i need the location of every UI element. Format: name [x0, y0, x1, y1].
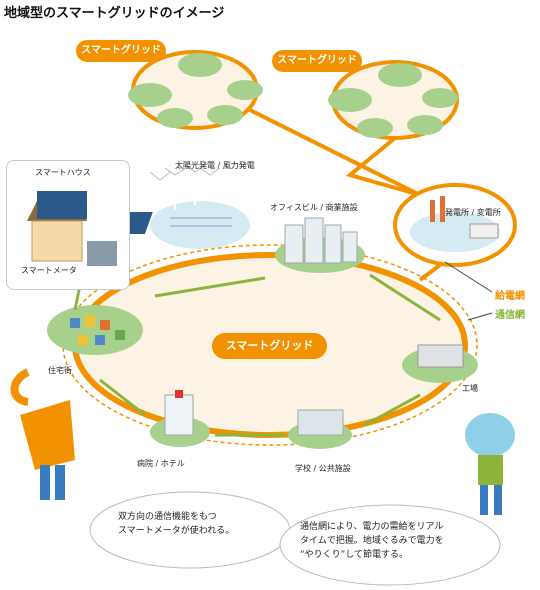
small-grid-left-label: スマートグリッド — [76, 40, 166, 62]
plant-chimney-1 — [430, 200, 435, 222]
main-grid-label: スマートグリッド — [212, 333, 327, 359]
rooftop-solar-panel — [37, 191, 87, 219]
office-label: オフィスビル / 商業施設 — [270, 203, 358, 212]
residential-houses — [70, 315, 125, 345]
school-label: 学校 / 公共施設 — [295, 464, 351, 473]
right-bubble-text: 通信網により、電力の需給をリアル タイムで把握。地域ぐるみで電力を “やりくり”… — [300, 520, 500, 562]
plant-building — [469, 223, 499, 239]
wind-turbines — [159, 172, 211, 210]
left-bubble-text: 双方向の通信機能をもつ スマートメータが使われる。 — [118, 510, 278, 538]
hospital-label: 病院 / ホテル — [137, 459, 185, 468]
residential-label: 住宅街 — [48, 366, 72, 375]
power-plant-label: 発電所 / 変電所 — [445, 208, 501, 217]
smart-house-panel: スマートハウス スマートメータ — [6, 160, 130, 290]
small-grid-right-label: スマートグリッド — [272, 50, 362, 72]
solar-wind-label: 太陽光発電 / 風力発電 — [175, 161, 255, 170]
hospital-cross — [175, 390, 183, 398]
connector-left-grid — [249, 108, 421, 197]
smart-meter-label: スマートメータ — [21, 266, 77, 275]
connector-right-grid — [345, 136, 421, 197]
plant-chimney-2 — [440, 196, 445, 222]
comm-arrows — [73, 273, 441, 437]
legend-comm-line: 通信網 — [495, 310, 525, 321]
left-bubble-line-1: 双方向の通信機能をもつ — [118, 512, 217, 522]
legend-leader-power — [444, 261, 493, 293]
residential-base — [47, 305, 143, 355]
school-building — [297, 409, 344, 436]
right-bubble-line-3: “やりくり”して節電する。 — [300, 550, 409, 560]
right-bubble — [279, 504, 501, 586]
legend-leader-comm — [467, 312, 493, 321]
connector-power-plant — [418, 263, 442, 282]
solar-base — [150, 201, 250, 249]
factory-building — [417, 344, 464, 368]
factory-label: 工場 — [462, 384, 478, 393]
right-character — [465, 413, 515, 515]
right-bubble-line-1: 通信網により、電力の需給をリアル — [300, 522, 444, 532]
smart-meter-device — [87, 241, 117, 266]
main-grid-comm-ring — [62, 244, 478, 446]
page-title: 地域型のスマートグリッドのイメージ — [4, 6, 225, 21]
right-bubble-line-2: タイムで把握。地域ぐるみで電力を — [300, 536, 444, 546]
left-bubble-line-2: スマートメータが使われる。 — [118, 526, 235, 536]
small-grid-clusters — [128, 53, 458, 138]
legend-power-line: 給電網 — [495, 291, 525, 302]
smart-house-label: スマートハウス — [35, 168, 91, 177]
wind-blades — [149, 164, 221, 181]
smart-house-graphic — [27, 191, 117, 266]
hospital-building — [164, 394, 194, 436]
office-buildings — [284, 217, 358, 264]
left-character — [10, 368, 75, 500]
